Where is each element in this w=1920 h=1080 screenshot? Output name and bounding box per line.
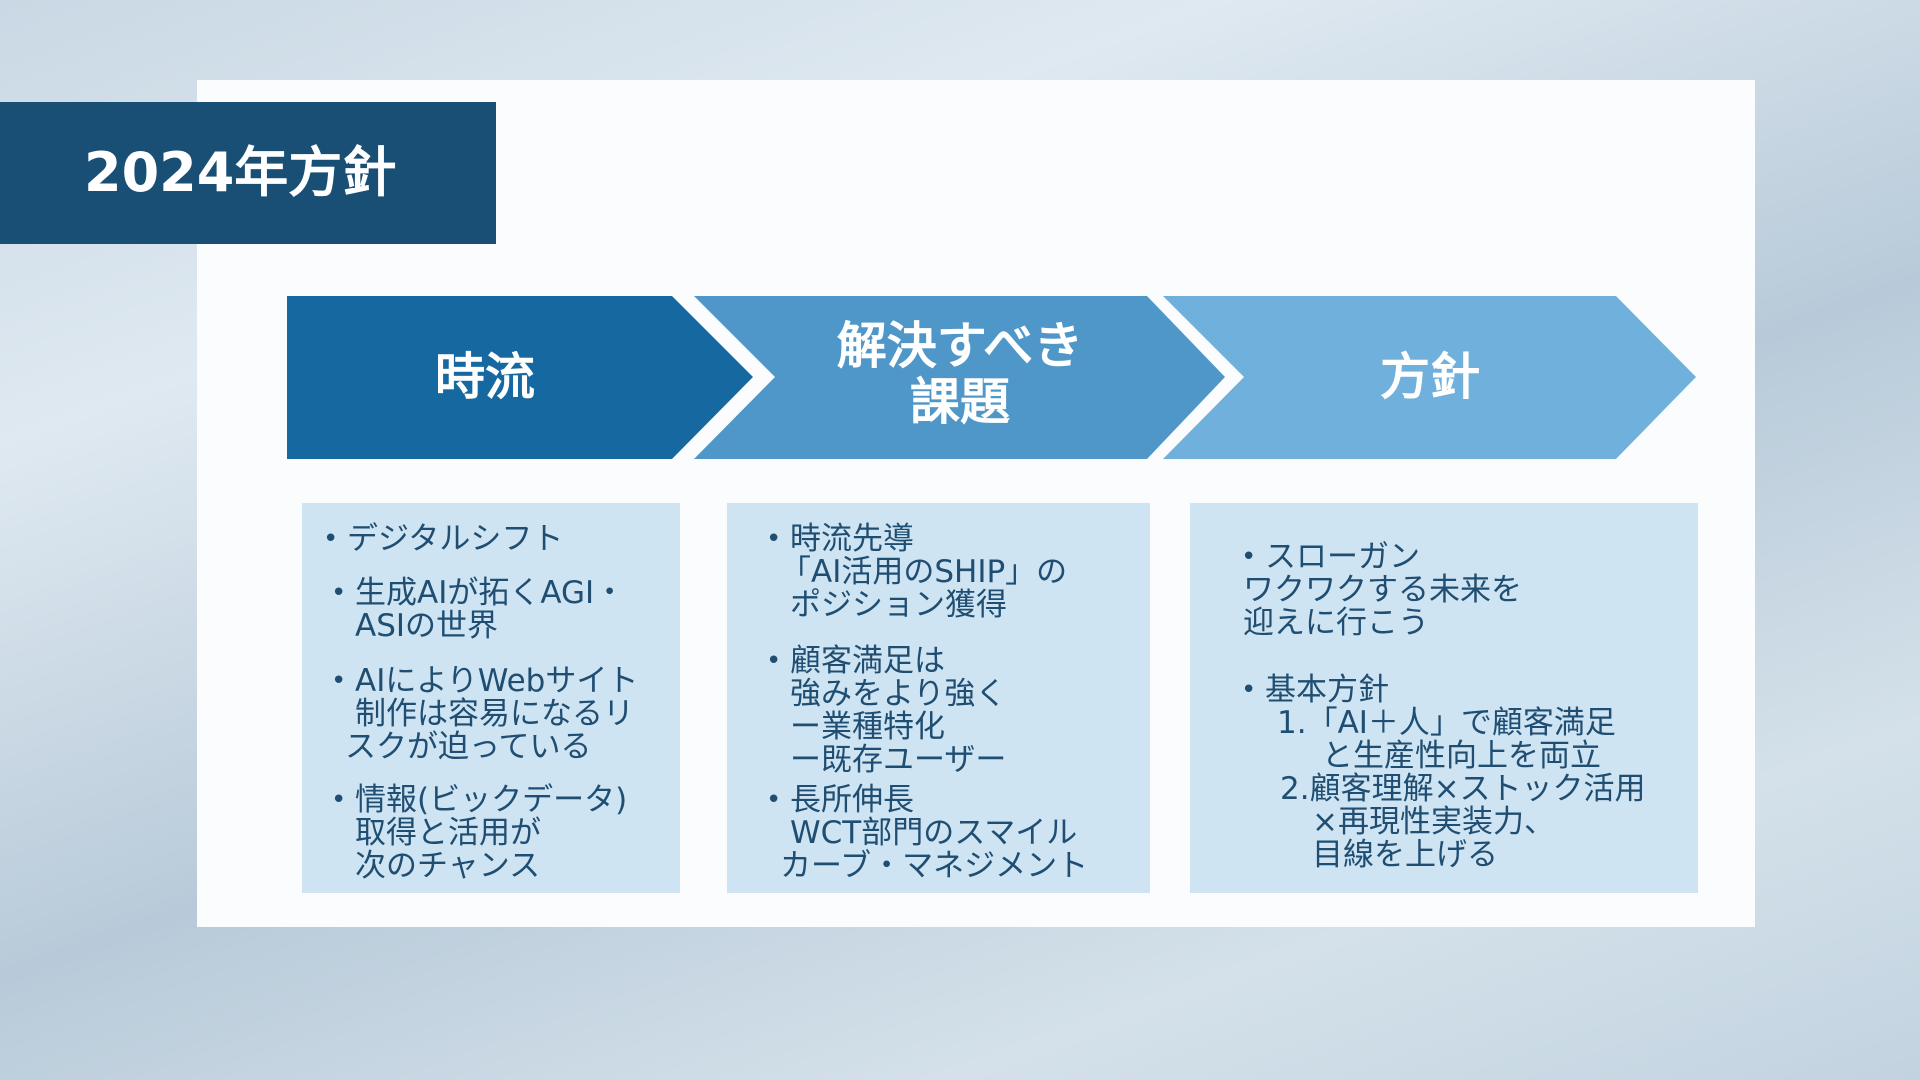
bullet-icon: • xyxy=(766,524,782,554)
list-item: • 顧客満足は強みをより強くー業種特化ー既存ユーザー xyxy=(766,643,1007,778)
item-line: 顧客満足は xyxy=(790,643,945,679)
list-item: • 生成AIが拓くAGI・ASIの世界 xyxy=(331,575,626,644)
item-line: 取得と活用が xyxy=(355,815,541,851)
bullet-icon: • xyxy=(331,666,347,696)
item-line: AIによりWebサイト xyxy=(355,663,639,699)
arrow-policy xyxy=(1163,296,1696,459)
item-line: カーブ・マネジメント xyxy=(780,848,1089,884)
arrow-label-issues-line: 解決すべき xyxy=(836,317,1084,375)
arrow-trend xyxy=(287,296,753,459)
item-line: ー既存ユーザー xyxy=(790,742,1007,778)
item-line: ASIの世界 xyxy=(355,608,499,644)
list-item: • AIによりWebサイト制作は容易になるリスクが迫っている xyxy=(331,663,639,764)
item-line: 「AI活用のSHIP」の xyxy=(780,554,1068,590)
item-line: ー業種特化 xyxy=(790,709,945,745)
item-line: 2.顧客理解×ストック活用 xyxy=(1280,771,1646,807)
policy-box xyxy=(1190,503,1698,893)
list-item: • 情報(ビックデータ)取得と活用が次のチャンス xyxy=(331,782,628,884)
item-line: ワクワクする未来を xyxy=(1243,572,1522,608)
item-line: 基本方針 xyxy=(1265,672,1389,708)
arrow-label-trend: 時流 xyxy=(435,348,535,406)
list-item: • スローガンワクワクする未来を迎えに行こう xyxy=(1241,539,1522,640)
item-line: スクが迫っている xyxy=(345,729,592,765)
item-line: 次のチャンス xyxy=(355,848,541,884)
item-line: 時流先導 xyxy=(790,521,914,557)
bullet-icon: • xyxy=(766,646,782,676)
bullet-icon: • xyxy=(1241,542,1257,572)
arrow-label-issues-line: 課題 xyxy=(910,373,1010,431)
bullet-icon: • xyxy=(766,785,782,815)
arrow-label-issues: 解決すべき 課題 xyxy=(780,318,1140,430)
item-line: と生産性向上を両立 xyxy=(1322,738,1601,774)
bullet-icon: • xyxy=(1241,675,1257,705)
item-line: ポジション獲得 xyxy=(790,587,1007,623)
issues-box xyxy=(727,503,1150,893)
item-line: WCT部門のスマイル xyxy=(790,815,1078,851)
slide-title: 2024年方針 xyxy=(84,141,397,204)
item-line: 制作は容易になるリ xyxy=(355,696,634,732)
bullet-icon: • xyxy=(331,785,347,815)
item-line: 迎えに行こう xyxy=(1243,605,1429,641)
bullet-icon: • xyxy=(323,524,339,554)
item-line: 1.「AI＋人」で顧客満足 xyxy=(1277,705,1616,741)
item-line: 生成AIが拓くAGI・ xyxy=(355,575,626,611)
item-line: 情報(ビックデータ) xyxy=(355,782,628,818)
bullet-icon: • xyxy=(331,578,347,608)
item-line: 目線を上げる xyxy=(1312,837,1498,873)
list-item: • 時流先導「AI活用のSHIP」のポジション獲得 xyxy=(766,521,1067,623)
list-item: • デジタルシフト xyxy=(323,521,564,557)
item-line: スローガン xyxy=(1265,539,1420,575)
item-line: デジタルシフト xyxy=(347,521,564,557)
arrow-label-policy: 方針 xyxy=(1380,348,1480,406)
trend-box xyxy=(302,503,680,893)
item-line: ×再現性実装力、 xyxy=(1312,804,1555,840)
arrow-issues xyxy=(694,296,1225,459)
item-line: 長所伸長 xyxy=(790,782,914,818)
item-line: 強みをより強く xyxy=(790,676,1007,712)
title-banner: 2024年方針 xyxy=(0,102,496,244)
